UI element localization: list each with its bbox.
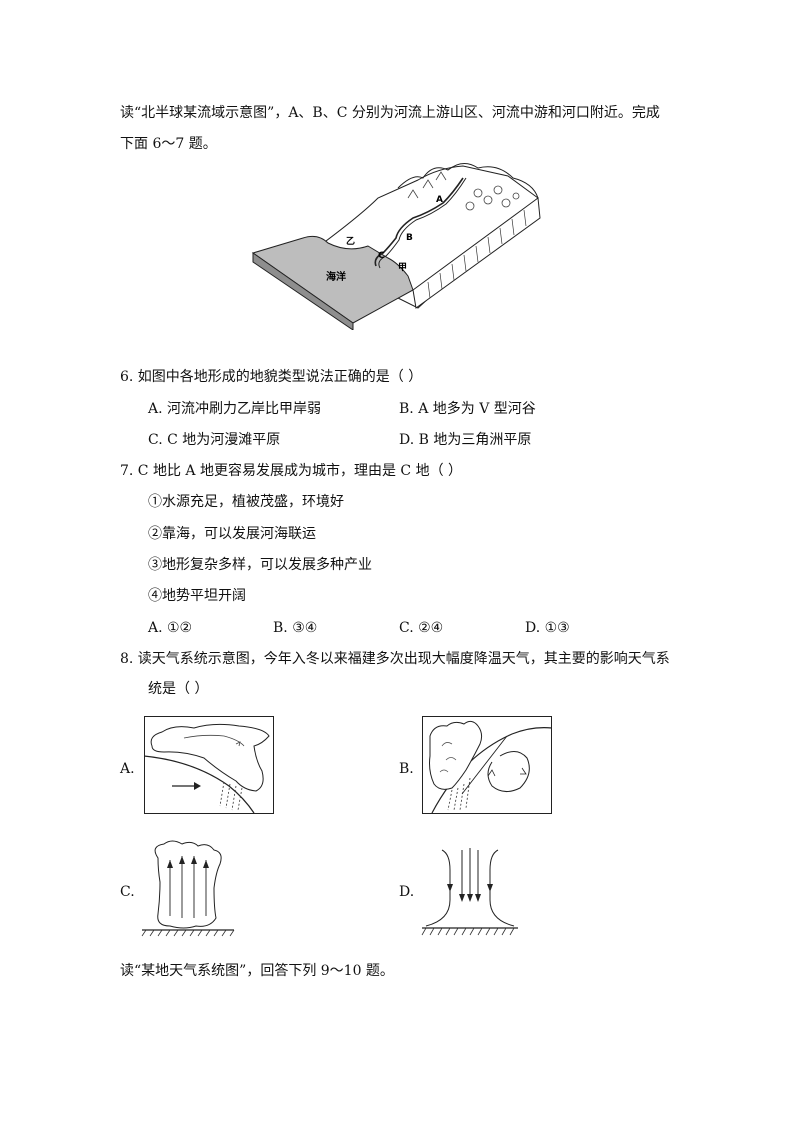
q8-option-a-label: A. [120, 761, 135, 777]
q8-option-c-label: C. [120, 884, 135, 900]
label-a: A [436, 195, 443, 205]
q6-option-a: A. 河流冲刷力乙岸比甲岸弱 [148, 401, 322, 417]
q7-item-2: ②靠海，可以发展河海联运 [148, 526, 316, 542]
q7-option-d: D. ①③ [525, 620, 570, 636]
intro-text-line1: 读“北半球某流域示意图”，A、B、C 分别为河流上游山区、河流中游和河口附近。完… [120, 105, 660, 121]
next-intro-text: 读“某地天气系统图”，回答下列 9～10 题。 [120, 963, 394, 979]
q7-option-b: B. ③④ [273, 620, 318, 636]
question-6-stem: 6. 如图中各地形成的地貌类型说法正确的是（ ） [120, 369, 423, 385]
q7-item-3: ③地形复杂多样，可以发展多种产业 [148, 557, 372, 573]
intro-text-line2: 下面 6～7 题。 [120, 136, 217, 152]
question-8-stem-line1: 8. 读天气系统示意图，今年入冬以来福建多次出现大幅度降温天气，其主要的影响天气… [120, 651, 670, 667]
label-c: C [378, 251, 385, 261]
cold-front-figure [144, 716, 274, 814]
river-basin-figure: A B C 乙 甲 海洋 [251, 163, 541, 330]
q7-item-4: ④地势平坦开阔 [148, 588, 246, 604]
downdraft-figure [421, 848, 518, 936]
updraft-figure [141, 840, 235, 937]
ocean-label: 海洋 [326, 270, 346, 283]
q6-option-d: D. B 地为三角洲平原 [399, 432, 532, 448]
q7-option-c: C. ②④ [399, 620, 444, 636]
q7-item-1: ①水源充足，植被茂盛，环境好 [148, 494, 344, 510]
question-8-stem-line2: 统是（ ） [148, 681, 209, 697]
q7-option-a: A. ①② [148, 620, 193, 636]
q8-option-b-label: B. [399, 761, 414, 777]
label-yi: 乙 [346, 236, 355, 247]
q6-option-c: C. C 地为河漫滩平原 [148, 432, 281, 448]
question-7-stem: 7. C 地比 A 地更容易发展成为城市，理由是 C 地（ ） [120, 463, 463, 479]
q6-option-b: B. A 地多为 V 型河谷 [399, 401, 536, 417]
label-b: B [406, 233, 413, 243]
label-jia: 甲 [398, 262, 407, 273]
q8-option-d-label: D. [399, 884, 415, 900]
warm-front-figure [422, 716, 552, 814]
